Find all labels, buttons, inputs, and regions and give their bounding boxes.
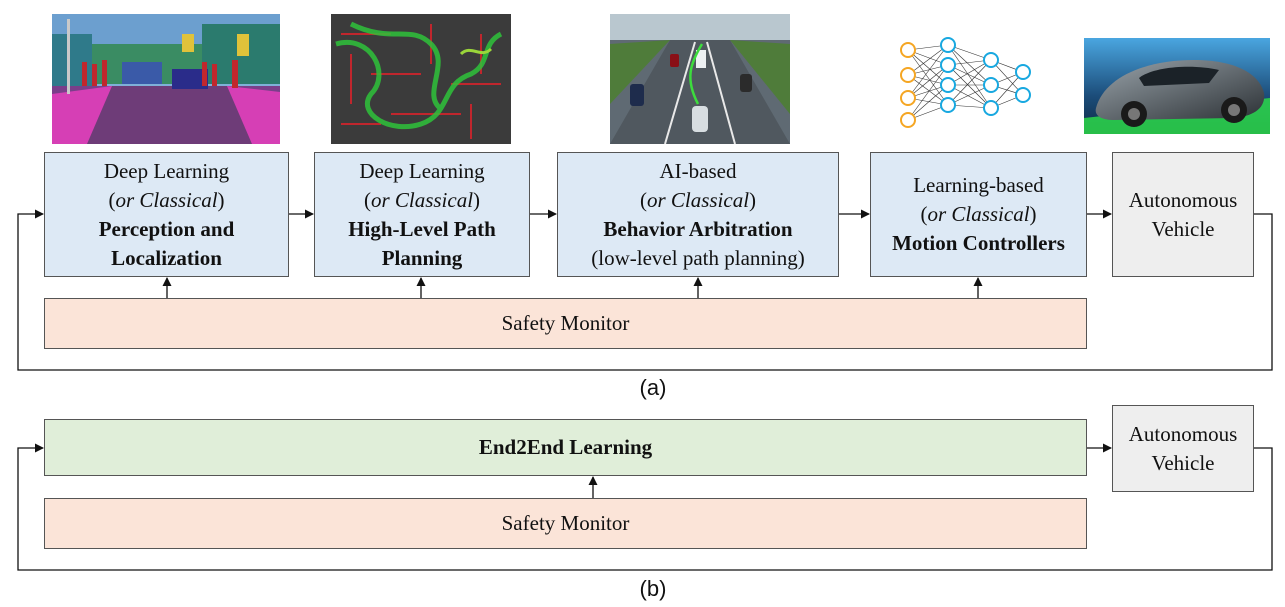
path-planning-title-line-2: Planning xyxy=(381,245,463,270)
motion-title: Motion Controllers xyxy=(892,231,1065,255)
behavior-method-label: AI-based xyxy=(659,158,737,183)
autonomous-vehicle-box-a: Autonomous Vehicle xyxy=(1112,152,1254,277)
safety-monitor-box-b: Safety Monitor xyxy=(44,498,1087,549)
autonomous-vehicle-box-b: Autonomous Vehicle xyxy=(1112,405,1254,492)
path-planning-method-label: Deep Learning xyxy=(359,158,485,183)
caption-b: (b) xyxy=(639,576,667,601)
motion-controllers-box: Learning-based (or Classical) Motion Con… xyxy=(870,152,1087,277)
perception-method-label: Deep Learning xyxy=(103,158,230,183)
caption-a: (a) xyxy=(639,375,667,400)
perception-title-line-1: Perception and xyxy=(98,216,235,241)
perception-title-line-2: Localization xyxy=(111,245,222,270)
semantic-segmentation-image xyxy=(52,14,280,144)
behavior-title: Behavior Arbitration xyxy=(603,216,793,241)
behavior-note: (low-level path planning) xyxy=(591,245,805,270)
safety-monitor-label-b: Safety Monitor xyxy=(501,511,630,535)
neural-network-image xyxy=(888,30,1048,130)
safety-monitor-box-a: Safety Monitor xyxy=(44,298,1087,349)
highway-traffic-image xyxy=(610,14,790,144)
vehicle-b-label-line-2: Vehicle xyxy=(1151,450,1215,475)
behavior-arbitration-box: AI-based (or Classical) Behavior Arbitra… xyxy=(557,152,839,277)
end2end-title: End2End Learning xyxy=(478,435,653,459)
safety-monitor-label-a: Safety Monitor xyxy=(501,311,630,335)
motion-method-label: Learning-based xyxy=(913,173,1044,197)
motion-alternative-label: (or Classical) xyxy=(920,202,1037,226)
perception-localization-box: Deep Learning (or Classical) Perception … xyxy=(44,152,289,277)
vehicle-label-line-1: Autonomous xyxy=(1128,187,1238,212)
autonomous-car-image xyxy=(1084,38,1270,134)
vehicle-label-line-2: Vehicle xyxy=(1151,216,1215,241)
behavior-alternative-label: (or Classical) xyxy=(639,187,757,212)
path-planning-image xyxy=(331,14,511,144)
path-planning-box: Deep Learning (or Classical) High-Level … xyxy=(314,152,530,277)
path-planning-alternative-label: (or Classical) xyxy=(363,187,481,212)
vehicle-b-label-line-1: Autonomous xyxy=(1128,421,1238,446)
end2end-learning-box: End2End Learning xyxy=(44,419,1087,476)
perception-alternative-label: (or Classical) xyxy=(108,187,225,212)
path-planning-title-line-1: High-Level Path xyxy=(348,216,496,241)
